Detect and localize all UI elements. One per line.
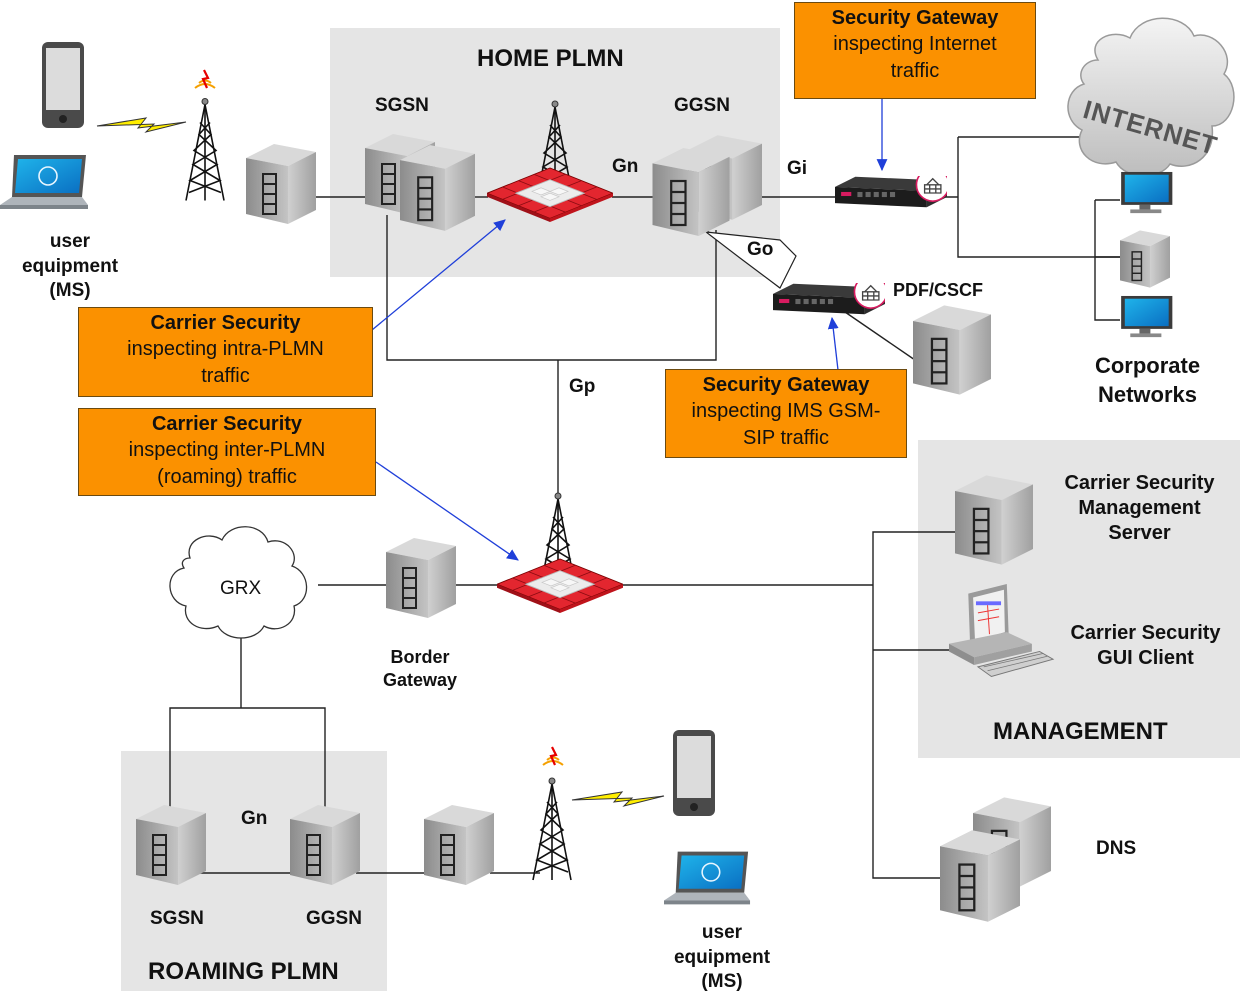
border-gateway-server-icon (386, 536, 456, 620)
user-equipment-label: user equipment (MS) (21, 231, 119, 302)
roaming-plmn-title: ROAMING PLMN (148, 958, 339, 985)
grx-label: GRX (220, 578, 262, 599)
ggsn-server-icon (290, 803, 360, 887)
callout-body: inspecting Internet traffic (833, 33, 997, 82)
gn-interface-label: Gn (612, 156, 639, 177)
signal-icon (541, 745, 565, 767)
desktop-computer-icon (1121, 171, 1173, 214)
pdf-cscf-label: PDF/CSCF (893, 280, 983, 300)
callout-title: Security Gateway (831, 7, 999, 29)
ggsn-label: GGSN (674, 95, 730, 116)
mobile-phone-icon (673, 730, 715, 816)
security-gateway-appliance-icon (773, 283, 885, 316)
corporate-networks-label: Corporate Networks (1094, 353, 1201, 407)
callout-title: Carrier Security (151, 413, 303, 435)
cell-tower-icon (532, 777, 572, 881)
laptop-icon (0, 154, 89, 210)
management-server-label: Carrier Security Management Server (1064, 472, 1215, 544)
callout-title: Security Gateway (702, 374, 870, 396)
pdf-cscf-server-icon (913, 304, 991, 396)
base-station-server-icon (424, 804, 494, 886)
gp-interface-label: Gp (569, 376, 596, 397)
base-station-server-icon (246, 143, 316, 225)
gi-interface-label: Gi (787, 158, 808, 179)
carrier-security-inter-plmn-callout: Carrier Security inspecting inter-PLMN (… (78, 408, 376, 496)
wireless-link-icon (571, 791, 665, 807)
security-gateway-appliance-icon (835, 176, 947, 209)
dns-server-icon (940, 829, 1020, 923)
callout-arrows (371, 98, 888, 561)
security-gateway-ims-callout: Security Gateway inspecting IMS GSM-SIP … (665, 369, 907, 458)
user-equipment-label: user equipment (MS) (673, 922, 771, 993)
border-gateway-label: Border Gateway (382, 647, 458, 691)
connection-lines (169, 136, 1122, 879)
go-interface-marker (703, 231, 797, 289)
wireless-link-icon (96, 117, 187, 133)
carrier-security-firewall-icon (497, 558, 623, 614)
desktop-computer-icon (1121, 295, 1173, 338)
gn-interface-label: Gn (241, 808, 268, 829)
management-server-icon (955, 474, 1033, 566)
ggsn-server-icon (652, 148, 730, 236)
callout-title: Carrier Security (150, 312, 301, 334)
sgsn-label: SGSN (150, 908, 204, 929)
callout-body: inspecting intra-PLMN traffic (127, 338, 324, 387)
carrier-security-intra-plmn-callout: Carrier Security inspecting intra-PLMN t… (78, 307, 373, 397)
sgsn-server-icon (400, 143, 475, 233)
corporate-server-icon (1120, 229, 1170, 289)
home-plmn-title: HOME PLMN (477, 45, 624, 72)
laptop-icon (664, 850, 751, 906)
cell-tower-icon (185, 97, 225, 202)
sgsn-label: SGSN (375, 95, 429, 116)
callout-body: inspecting IMS GSM-SIP traffic (691, 400, 881, 449)
gui-client-label: Carrier Security GUI Client (1070, 622, 1221, 669)
mobile-phone-icon (42, 42, 84, 128)
sgsn-server-icon (136, 803, 206, 887)
security-gateway-internet-callout: Security Gateway inspecting Internet tra… (794, 2, 1036, 99)
callout-body: inspecting inter-PLMN (roaming) traffic (128, 439, 326, 488)
internet-cloud-icon (1067, 17, 1235, 177)
signal-icon (193, 68, 217, 90)
go-interface-label: Go (747, 239, 774, 260)
management-title: MANAGEMENT (993, 718, 1168, 745)
ggsn-label: GGSN (306, 908, 362, 929)
dns-label: DNS (1096, 838, 1137, 859)
grx-cloud-icon (169, 526, 308, 639)
